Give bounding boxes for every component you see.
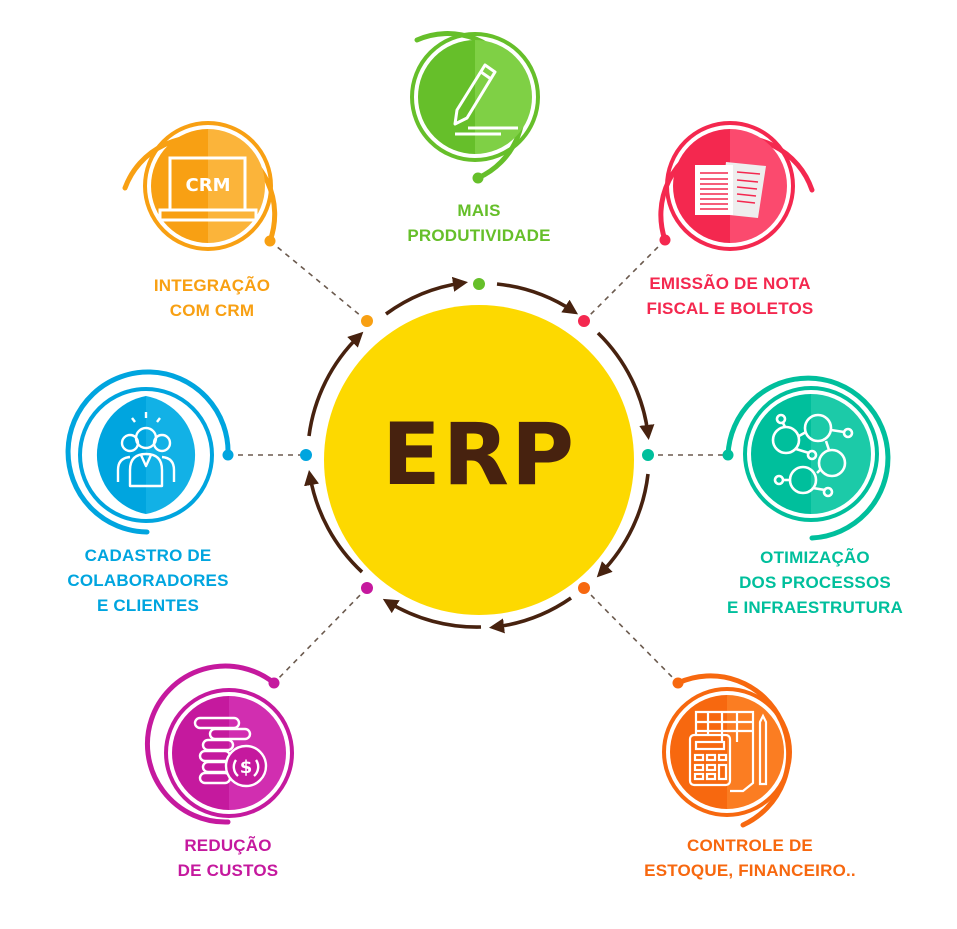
connector-inventory	[583, 587, 679, 684]
coins-icon: $	[193, 716, 268, 788]
dot-cost	[361, 582, 373, 594]
connector-cost	[273, 587, 368, 684]
label-line: DE CUSTOS	[177, 861, 279, 880]
dot-productivity	[473, 278, 485, 290]
label-crm: INTEGRAÇÃO COM CRM	[154, 273, 270, 323]
label-line: INTEGRAÇÃO	[153, 276, 271, 295]
label-line: PRODUTIVIDADE	[407, 226, 551, 245]
laptop-icon	[158, 156, 258, 222]
label-line: DOS PROCESSOS	[739, 573, 891, 592]
erp-title: ERP	[382, 405, 576, 505]
network-icon	[771, 413, 854, 498]
label-line: E CLIENTES	[96, 596, 200, 615]
label-productivity: MAIS PRODUTIVIDADE	[407, 198, 550, 248]
crm-icon-text: CRM	[186, 175, 231, 196]
label-line: COM CRM	[169, 301, 255, 320]
dot-optimization	[642, 449, 654, 461]
label-line: COLABORADORES	[67, 571, 229, 590]
node-productivity	[410, 31, 540, 184]
svg-text:$: $	[240, 757, 253, 778]
label-line: CADASTRO DE	[84, 546, 212, 565]
label-optimization: OTIMIZAÇÃO DOS PROCESSOS E INFRAESTRUTUR…	[727, 545, 903, 620]
label-registry: CADASTRO DE COLABORADORES E CLIENTES	[67, 543, 228, 618]
documents-icon	[695, 162, 766, 218]
cycle-arrows	[304, 276, 655, 634]
connector-crm	[269, 240, 368, 322]
dot-crm	[361, 315, 373, 327]
dot-registry	[300, 449, 312, 461]
team-icon	[116, 412, 176, 488]
connectors	[228, 239, 728, 684]
label-line: E INFRAESTRUTURA	[726, 598, 904, 617]
erp-center-circle	[324, 305, 634, 615]
label-invoices: EMISSÃO DE NOTA FISCAL E BOLETOS	[647, 271, 814, 321]
label-cost: REDUÇÃO DE CUSTOS	[178, 833, 279, 883]
pencil-icon	[453, 63, 518, 136]
node-cost: $	[144, 663, 294, 825]
node-registry	[65, 369, 234, 535]
label-line: FISCAL E BOLETOS	[646, 299, 814, 318]
label-line: CONTROLE DE	[687, 836, 813, 855]
node-invoices	[658, 121, 815, 251]
label-line: MAIS	[457, 201, 501, 220]
node-inventory	[662, 673, 792, 828]
label-line: REDUÇÃO	[184, 836, 272, 855]
node-crm: CRM	[122, 121, 278, 251]
label-line: EMISSÃO DE NOTA	[649, 274, 811, 293]
label-line: ESTOQUE, FINANCEIRO..	[644, 861, 856, 880]
node-optimization	[722, 375, 891, 541]
label-line: OTIMIZAÇÃO	[760, 548, 870, 567]
label-inventory: CONTROLE DE ESTOQUE, FINANCEIRO..	[644, 833, 856, 883]
cycle-dots	[300, 278, 654, 594]
dot-inventory	[578, 582, 590, 594]
dot-invoices	[578, 315, 590, 327]
calculator-icon	[688, 710, 768, 793]
